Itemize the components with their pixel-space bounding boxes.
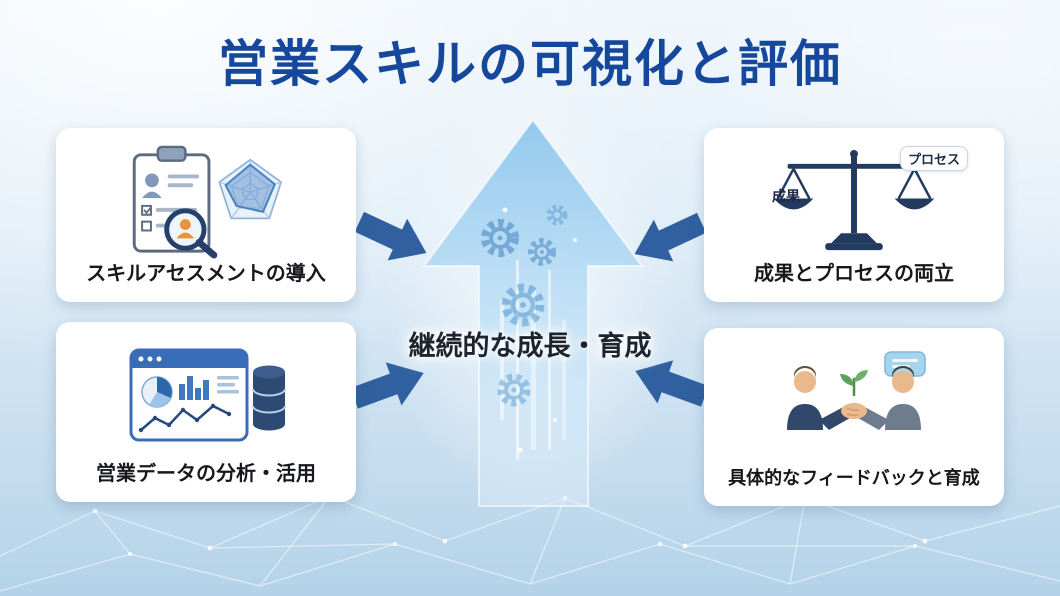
- gear-icon: [497, 373, 531, 407]
- card-skill-assessment: スキルアセスメントの導入: [56, 128, 356, 302]
- gear-icon: [528, 238, 556, 266]
- card-results-process-label: 成果とプロセスの両立: [754, 263, 954, 285]
- card-skill-assessment-label: スキルアセスメントの導入: [86, 263, 326, 285]
- card-results-process: 成果 プロセス 成果とプロセスの両立: [704, 128, 1004, 302]
- sales-data-dashboard-icon: [66, 334, 346, 462]
- gear-icon: [501, 283, 545, 327]
- scale-left-label: 成果: [772, 188, 800, 204]
- gear-icon: [481, 219, 519, 257]
- clipboard-radar-assessment-icon: [66, 140, 346, 262]
- card-feedback-label: 具体的なフィードバックと育成: [728, 468, 980, 489]
- scale-right-label: プロセス: [899, 146, 968, 171]
- database-icon: [252, 365, 286, 431]
- handshake-feedback-icon: [714, 340, 994, 468]
- card-data-analysis: 営業データの分析・活用: [56, 322, 356, 502]
- up-arrow-shape: [422, 118, 644, 507]
- balance-scale-icon: 成果 プロセス: [714, 140, 994, 262]
- connector-arrow-top-left: [354, 211, 427, 261]
- connector-arrow-top-right: [634, 212, 707, 262]
- page-title: 営業スキルの可視化と評価: [218, 36, 842, 92]
- gear-icon: [546, 204, 568, 226]
- card-feedback: 具体的なフィードバックと育成: [704, 328, 1004, 506]
- card-data-analysis-label: 営業データの分析・活用: [96, 463, 316, 485]
